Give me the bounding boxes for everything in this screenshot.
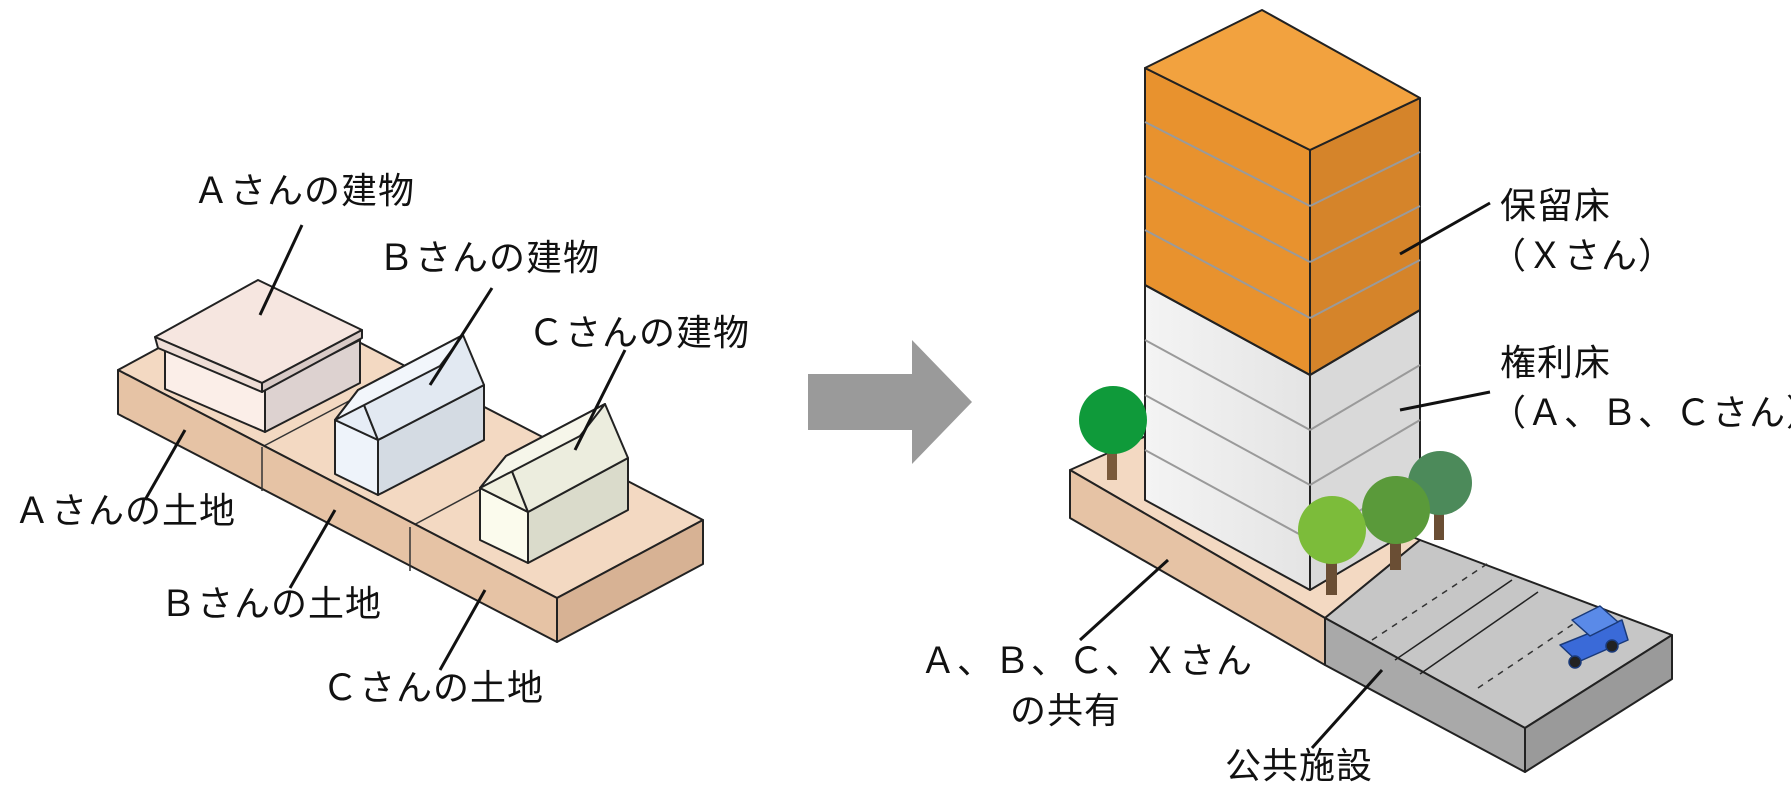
reserved-floor-label: 保留床 <box>1500 186 1612 227</box>
tree-front <box>1298 496 1366 595</box>
building-b-label: Ｂさんの建物 <box>378 238 601 279</box>
car-icon <box>1559 605 1629 669</box>
before-leader-lines <box>143 224 627 671</box>
floor-lines <box>1144 121 1421 541</box>
reserved-floor-owner-label: （Ｘさん） <box>1490 236 1676 277</box>
building-a <box>154 279 363 433</box>
public-facility-road <box>1324 539 1673 773</box>
land-a-label: Ａさんの土地 <box>14 491 237 532</box>
land-b-label: Ｂさんの土地 <box>160 584 383 625</box>
after-illustration <box>1069 9 1673 773</box>
after-leader-lines <box>1078 201 1491 750</box>
rights-floor-owners-label: （Ａ、Ｂ、Ｃさん） <box>1490 393 1791 434</box>
building-a-label: Ａさんの建物 <box>193 171 416 212</box>
building-c-label: Ｃさんの建物 <box>528 313 751 354</box>
building-c <box>479 403 629 564</box>
tree-middle <box>1362 476 1430 570</box>
before-illustration <box>117 224 704 671</box>
public-facility-label: 公共施設 <box>1225 746 1374 787</box>
land-c-label: Ｃさんの土地 <box>322 668 545 709</box>
shared-land-label-line2: の共有 <box>1010 691 1122 732</box>
rights-floor-label: 権利床 <box>1500 343 1612 384</box>
transition-arrow <box>808 340 972 464</box>
tree-left <box>1079 386 1147 480</box>
building-b <box>334 334 485 496</box>
shared-land-label-line1: Ａ、Ｂ、Ｃ、Ｘさん <box>920 641 1254 682</box>
